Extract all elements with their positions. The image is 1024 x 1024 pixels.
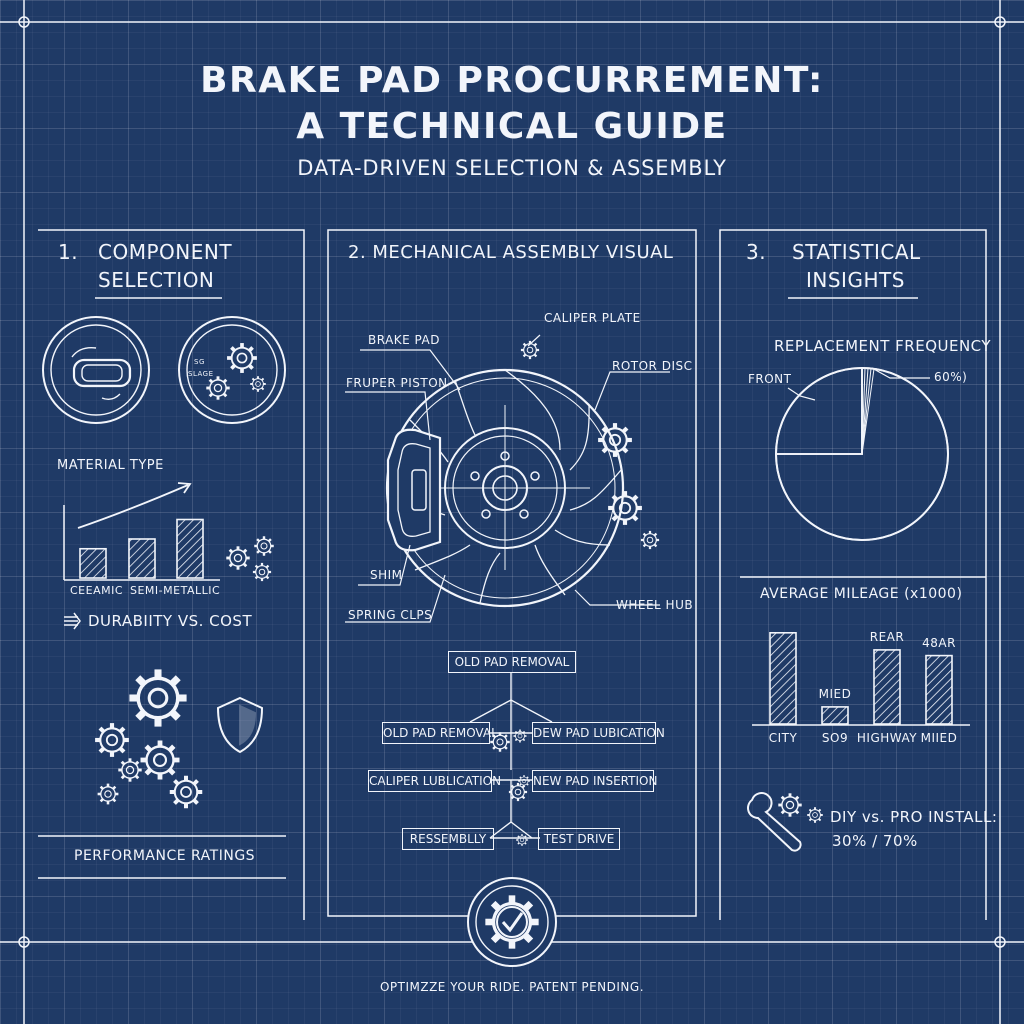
label-brake-pad: BRAKE PAD [368,333,440,347]
panel3-number: 3. [746,240,767,264]
label-fruper-piston: FRUPER PISTON [346,376,448,390]
material-type-chart [63,482,220,581]
label-wheel-hub: WHEEL HUB [616,598,694,612]
page-title-line2: A TECHNICAL GUIDE [296,106,728,147]
wrench-gear-icon [747,791,824,852]
flow-step-new-pad-insertion: NEW PAD INSERTION [532,770,657,792]
pie-leader-lines [787,367,930,401]
mileage-bar [925,654,953,725]
shield-icon [216,696,264,754]
pie-wedge-line [861,368,875,455]
flow-step-old-pad-removal-top: OLD PAD REMOVAL [448,651,576,673]
page-subtitle: DATA-DRIVEN SELECTION & ASSEMBLY [297,156,727,180]
mileage-bar-label: MIED [818,686,852,701]
brake-caliper [386,428,442,552]
flow-step-ressemblly: RESSEMBLLY [402,828,494,850]
gear-text-1: SG [194,358,205,366]
mileage-bar-label: 48AR [922,635,956,650]
mileage-category-label: MIIED [920,731,958,745]
material-bar [176,518,204,579]
pie-slice [775,367,863,455]
durability-label: DURABIITY VS. COST [88,612,253,630]
panel1-title-line2: SELECTION [98,268,215,292]
pie-wedge-line [861,368,869,455]
bar-chart-title: AVERAGE MILEAGE (x1000) [760,586,963,602]
panel3-title-line1: STATISTICAL [792,240,921,264]
label-shim: SHIM [370,568,403,582]
material-bar [79,547,107,579]
pie-chart-title: REPLACEMENT FREQUENCY [774,337,992,355]
mileage-category-label: SO9 [821,731,849,745]
diy-value: 30% / 70% [832,832,918,850]
panel1-number: 1. [58,240,79,264]
mileage-category-label: HIGHWAY [856,731,918,745]
gear-assembly-circle [178,316,286,424]
assembly-leader-lines [345,334,670,623]
label-spring-clips: SPRING CLPS [348,608,433,622]
mileage-bar-label: REAR [869,629,905,644]
pie-slice [775,367,949,541]
panel3-title-line2: INSIGHTS [806,268,905,292]
material-label-ceramic: CEEAMIC [70,584,124,597]
checkmark-badge-icon [467,877,557,967]
flow-step-test-drive: TEST DRIVE [538,828,620,850]
flow-step-dew-pad-lubication: DEW PAD LUBICATION [532,722,665,744]
label-rotor-disc: ROTOR DISC [612,359,693,373]
gear-cluster-icon [95,669,205,811]
flow-step-caliper-lublication: CALIPER LUBLICATION [368,770,501,792]
pie-label-percent: 60%) [934,370,968,384]
arrow-icon [64,612,81,630]
footer-text: OPTIMZZE YOUR RIDE. PATENT PENDING. [379,980,645,994]
mileage-bar [873,649,901,725]
performance-divider [38,835,286,879]
mileage-chart [752,631,970,726]
diy-label: DIY vs. PRO INSTALL: [830,808,998,826]
panel2-title: 2. MECHANICAL ASSEMBLY VISUAL [348,242,674,263]
mileage-bar [769,631,797,725]
flow-step-old-pad-removal: OLD PAD REMOVAL [382,722,498,744]
material-gears [224,535,275,583]
material-chart-title: MATERIAL TYPE [57,458,164,473]
rotor-disc [385,368,625,608]
brake-pad-icon-circle [42,316,150,424]
gear-text-2: SLAGE [188,370,214,378]
flow-connectors [469,672,553,839]
mileage-category-label: CITY [768,731,798,745]
replacement-pie [775,367,949,541]
mileage-bar [821,706,849,725]
material-label-semi-metallic: SEMI-METALLIC [130,584,221,597]
pie-label-front: FRONT [748,372,792,386]
pie-wedge-line [861,368,872,455]
pie-wedge-line [861,368,866,455]
page-title-line1: BRAKE PAD PROCURREMENT: [200,60,824,101]
panel1-title-line1: COMPONENT [98,240,233,264]
performance-ratings-label: PERFORMANCE RATINGS [74,848,256,864]
material-bar [128,538,156,579]
label-caliper-plate: CALIPER PLATE [544,311,641,325]
